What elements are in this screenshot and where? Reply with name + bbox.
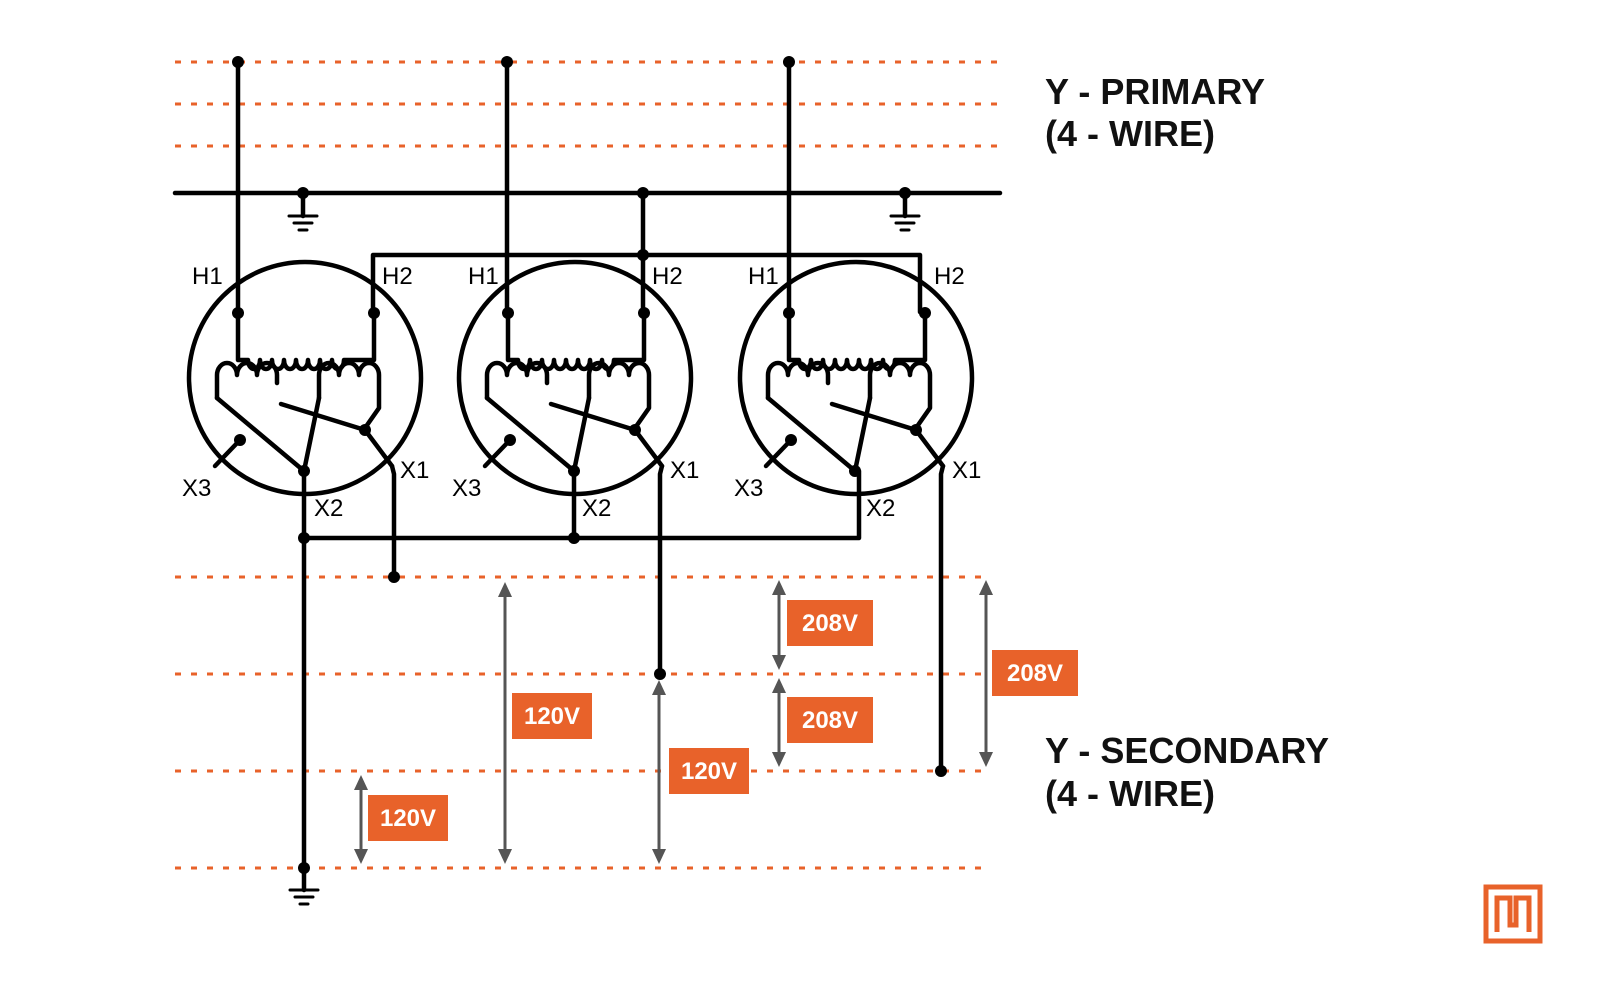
terminal-label-x2: X2 bbox=[582, 495, 611, 522]
transformer-1 bbox=[189, 262, 421, 494]
voltage-arrow-120v-phase1 bbox=[498, 582, 512, 864]
terminal-label-h2: H2 bbox=[934, 263, 965, 290]
voltage-badge: 208V bbox=[787, 600, 873, 646]
voltage-arrow-208v-13 bbox=[979, 580, 993, 767]
voltage-badge: 208V bbox=[787, 697, 873, 743]
voltage-badge: 120V bbox=[669, 748, 749, 794]
terminal-label-x3: X3 bbox=[182, 475, 211, 502]
secondary-subtitle: (4 - WIRE) bbox=[1045, 773, 1215, 814]
terminal-label-x2: X2 bbox=[866, 495, 895, 522]
terminal-label-x1: X1 bbox=[400, 457, 429, 484]
terminal-label-h1: H1 bbox=[192, 263, 223, 290]
voltage-label-120v: 120V bbox=[380, 805, 436, 832]
brand-logo-icon bbox=[1483, 884, 1543, 944]
terminal-label-h2: H2 bbox=[382, 263, 413, 290]
voltage-arrow-208v-23 bbox=[772, 678, 786, 767]
voltage-label-120v: 120V bbox=[681, 758, 737, 785]
voltage-badge: 208V bbox=[992, 650, 1078, 696]
terminal-label-x2: X2 bbox=[314, 495, 343, 522]
voltage-label-208v: 208V bbox=[802, 707, 858, 734]
voltage-badge: 120V bbox=[368, 795, 448, 841]
voltage-badge: 120V bbox=[512, 693, 592, 739]
voltage-arrow-208v-12 bbox=[772, 580, 786, 670]
voltage-arrow-120v-phase2 bbox=[652, 680, 666, 864]
primary-subtitle: (4 - WIRE) bbox=[1045, 113, 1215, 154]
voltage-label-208v: 208V bbox=[1007, 660, 1063, 687]
terminal-label-x1: X1 bbox=[952, 457, 981, 484]
terminal-label-h1: H1 bbox=[748, 263, 779, 290]
secondary-title: Y - SECONDARY bbox=[1045, 730, 1329, 771]
transformer-3 bbox=[740, 262, 972, 494]
terminal-label-x3: X3 bbox=[734, 475, 763, 502]
voltage-arrow-120v-phase3 bbox=[354, 775, 368, 864]
terminal-label-h1: H1 bbox=[468, 263, 499, 290]
terminal-label-x3: X3 bbox=[452, 475, 481, 502]
terminal-label-x1: X1 bbox=[670, 457, 699, 484]
voltage-label-120v: 120V bbox=[524, 703, 580, 730]
primary-title: Y - PRIMARY bbox=[1045, 71, 1265, 112]
transformer-2 bbox=[459, 262, 691, 494]
voltage-label-208v: 208V bbox=[802, 610, 858, 637]
terminal-label-h2: H2 bbox=[652, 263, 683, 290]
